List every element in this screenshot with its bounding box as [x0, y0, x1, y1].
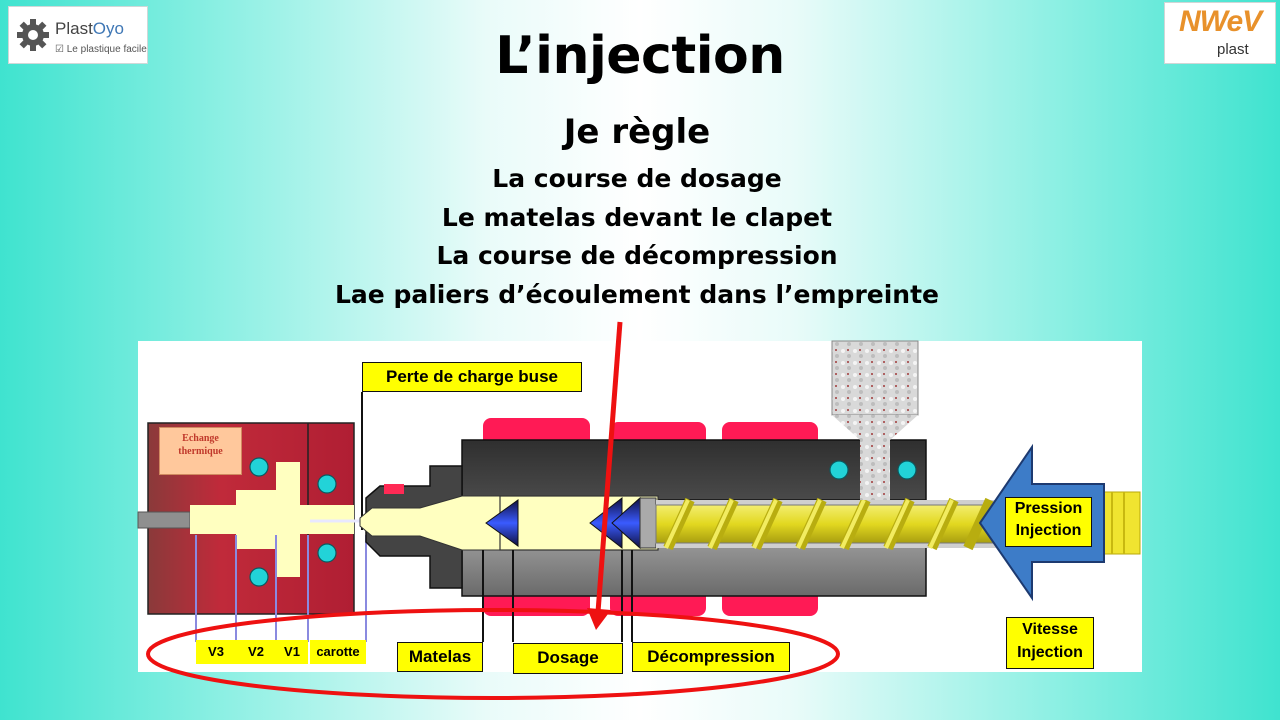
highlight-ellipse [146, 608, 840, 700]
label-matelas: Matelas [397, 642, 483, 672]
nozzle-heater [384, 484, 404, 494]
label-decompression: Décompression [632, 642, 790, 672]
stroke-markers [482, 550, 633, 642]
cooling-hole [249, 457, 269, 477]
hopper [831, 340, 919, 416]
label-v3: V3 [196, 640, 236, 664]
gear-icon [17, 19, 49, 51]
slide-lines: La course de dosage Le matelas devant le… [0, 160, 1274, 314]
label-v2: V2 [236, 640, 276, 664]
slide-title: L’injection [495, 26, 785, 86]
screw-tip [485, 499, 519, 547]
label-carotte: carotte [310, 640, 366, 664]
line-course-dosage: La course de dosage [492, 164, 782, 193]
ejector-rod [137, 511, 191, 529]
cooling-hole [317, 543, 337, 563]
barrel-upper [461, 439, 927, 501]
logo-tagline: ☑ Le plastique facile [55, 44, 147, 55]
line-decompression: La course de décompression [436, 241, 838, 270]
logo-brand: PlastOyo [55, 19, 124, 38]
mold-cavity [190, 462, 354, 577]
line-paliers: Lae paliers d’écoulement dans l’empreint… [334, 279, 940, 309]
line-matelas: Le matelas devant le clapet [441, 202, 833, 232]
pointer-arrow [595, 321, 623, 613]
slide-subtitle: Je règle [563, 112, 711, 152]
label-perte-charge-buse: Perte de charge buse [362, 362, 582, 392]
nwev-plast-logo: NWeV plast [1164, 2, 1276, 64]
cooling-hole [317, 474, 337, 494]
logo-sub: plast [1217, 41, 1249, 58]
hopper-throat [860, 436, 890, 500]
label-v1: V1 [276, 640, 308, 664]
plastoyo-logo: PlastOyo ☑ Le plastique facile [8, 6, 148, 64]
label-dosage: Dosage [513, 643, 623, 674]
cooling-hole [249, 567, 269, 587]
logo-word: NWeV [1179, 5, 1262, 38]
